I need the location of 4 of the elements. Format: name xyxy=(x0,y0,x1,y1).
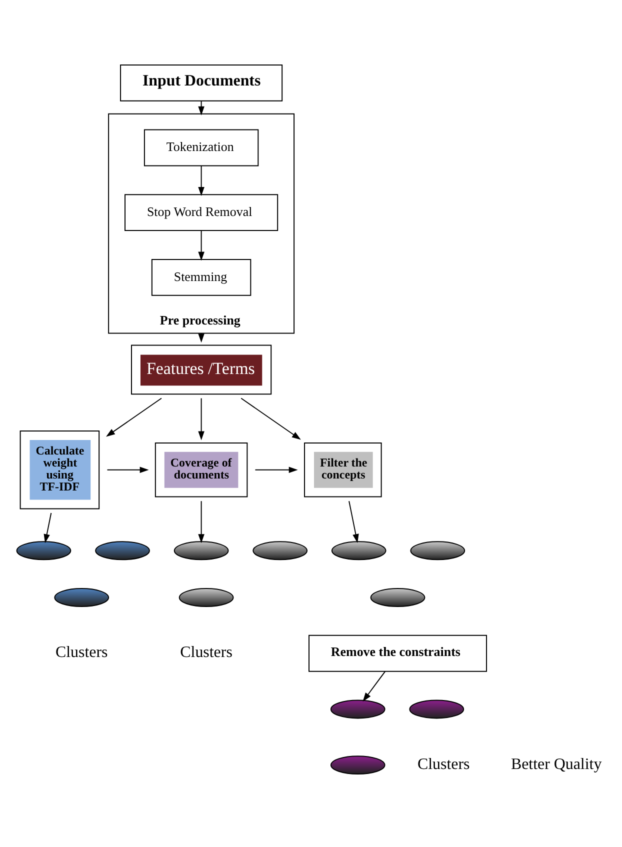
label: Clusters xyxy=(418,755,470,772)
label: Clusters xyxy=(56,644,108,661)
label: Clusters xyxy=(180,644,232,661)
label: Better Quality xyxy=(510,755,602,772)
